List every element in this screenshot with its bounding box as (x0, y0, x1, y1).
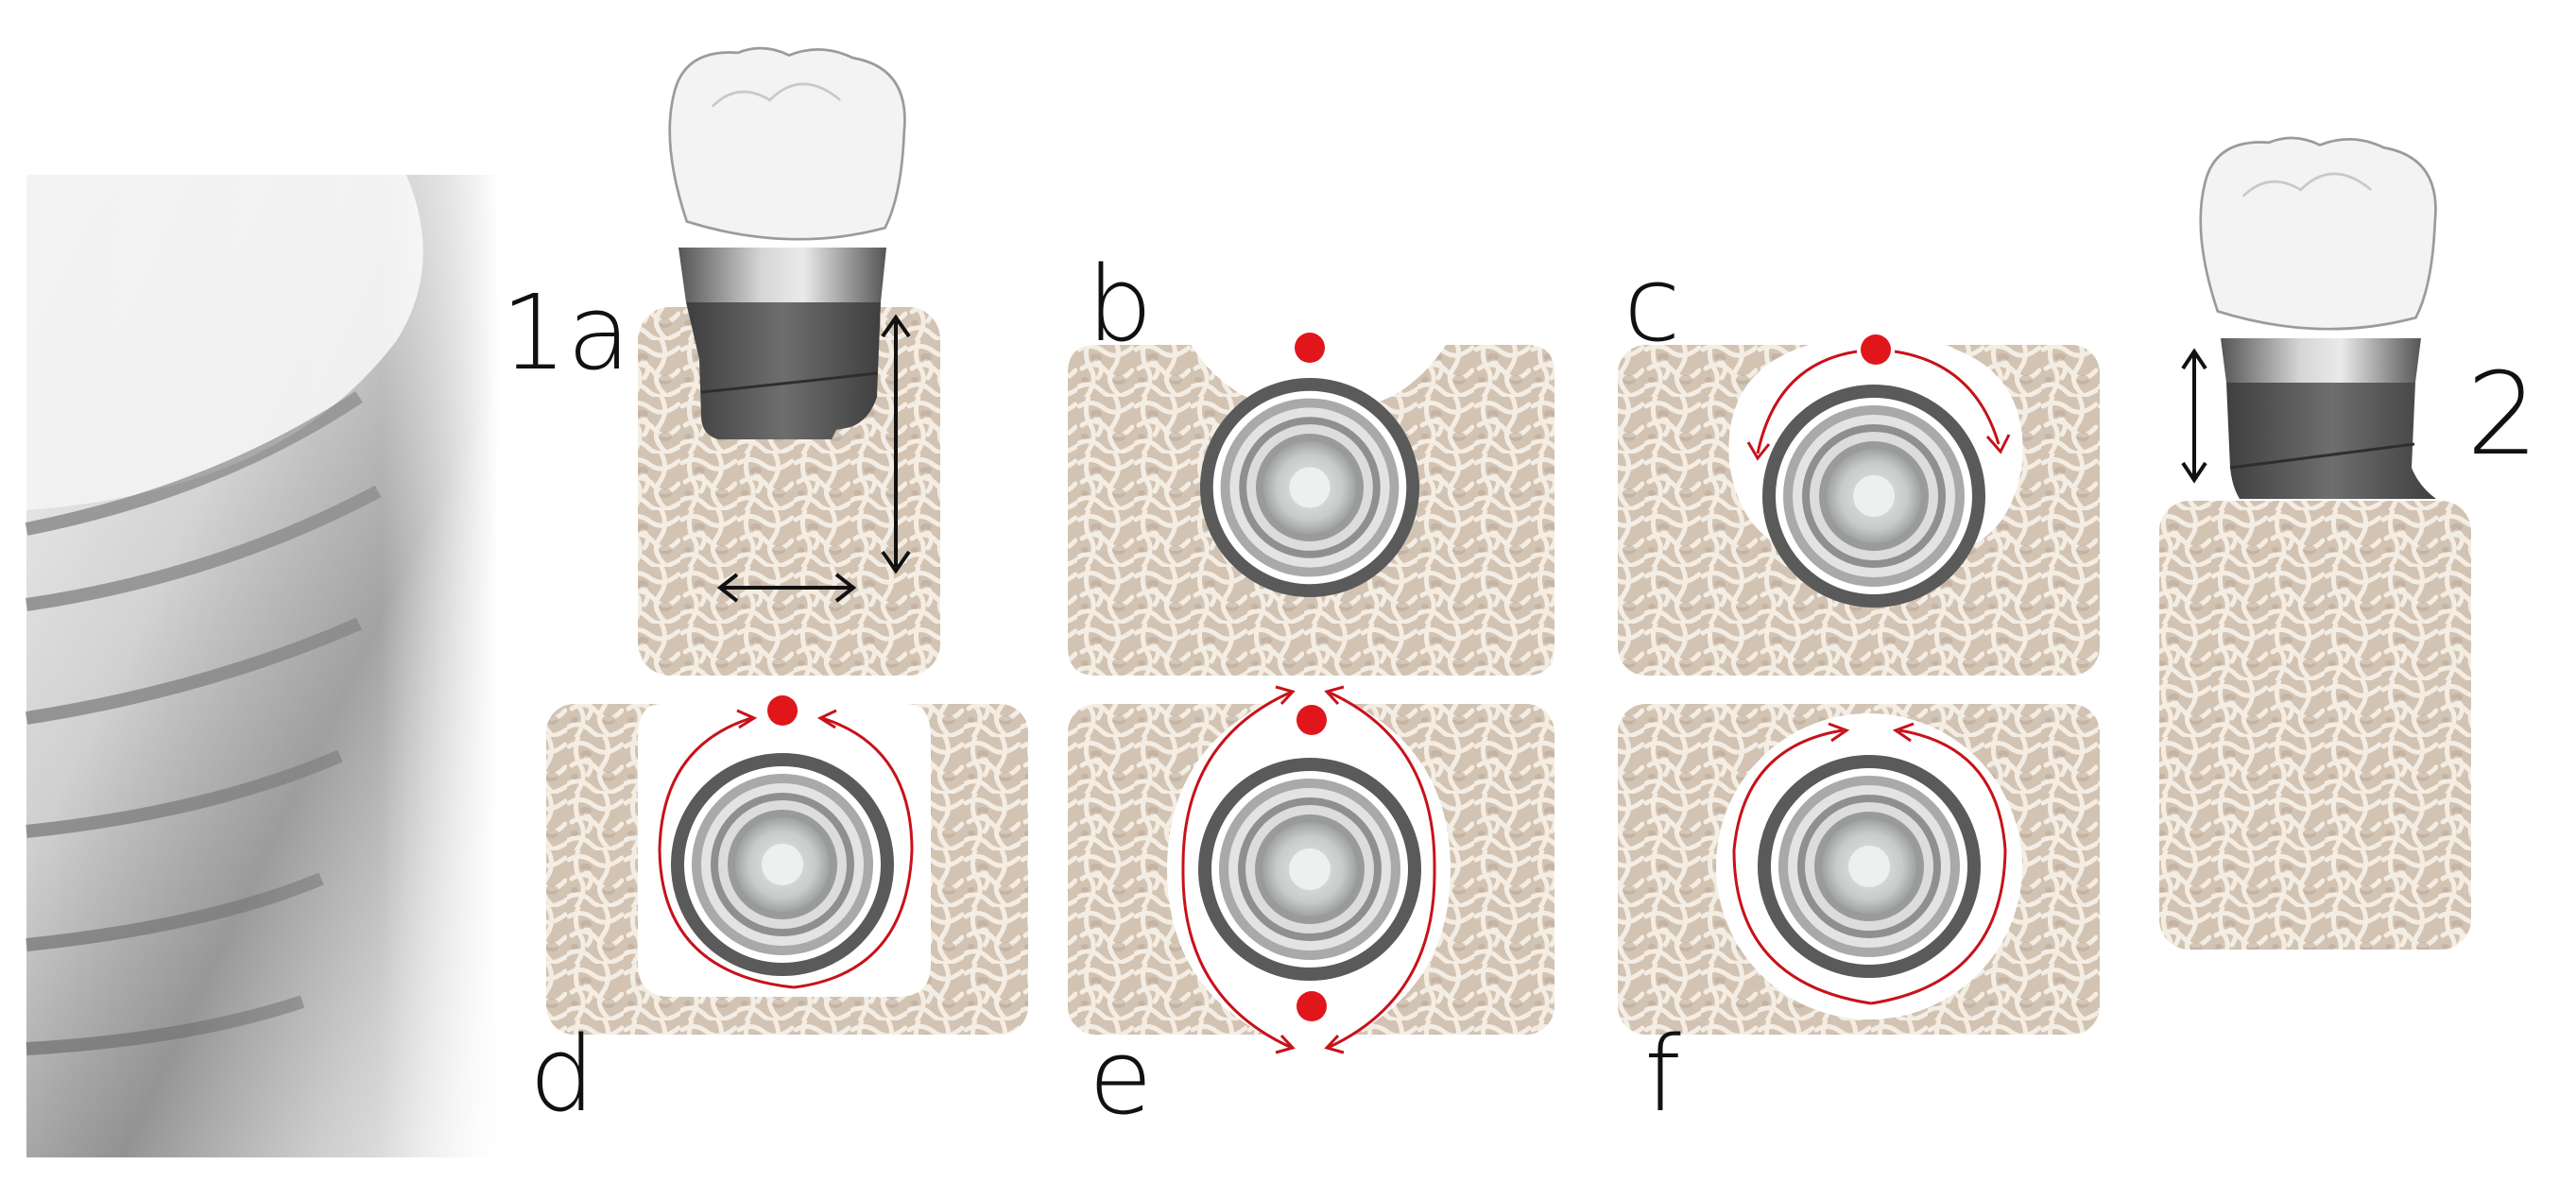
label-f: f (1644, 1014, 1681, 1135)
peri-implant-photo-icon (25, 175, 499, 1157)
red-dot-icon (1297, 991, 1327, 1021)
panel-b: b (1068, 244, 1554, 676)
panel-c: c (1618, 244, 2100, 676)
implant-top-view-icon (1198, 758, 1421, 981)
implant-top-view-icon (1758, 755, 1981, 978)
red-dot-icon (1861, 334, 1891, 365)
tooth-crown-icon (667, 46, 907, 241)
label-2: 2 (2466, 350, 2538, 481)
red-arrows (1732, 722, 2007, 1005)
tooth-crown-icon (2199, 136, 2438, 331)
red-arrows (658, 709, 914, 989)
red-dot-icon (767, 695, 798, 726)
label-b: b (1087, 244, 1153, 365)
red-dot-icon (1295, 333, 1325, 363)
implant-top-view-icon (1199, 377, 1420, 598)
label-c: c (1623, 244, 1680, 365)
abutment (678, 248, 886, 302)
panel-e: e (1068, 685, 1554, 1138)
panel-f: f (1618, 704, 2100, 1135)
implant-body (686, 302, 881, 439)
label-1a: 1a (501, 272, 630, 393)
panel-2: 2 (2159, 136, 2538, 950)
implant-top-view-icon (671, 753, 894, 976)
vertical-arrow (2181, 348, 2207, 484)
bone-block (2159, 501, 2471, 950)
dimension-arrows (716, 314, 911, 603)
panel-1a: 1a (501, 46, 940, 676)
implant-top-view-icon (1762, 385, 1985, 608)
label-d: d (529, 1014, 595, 1135)
red-dot-icon (1297, 705, 1327, 735)
red-arrows (1181, 685, 1436, 1054)
panel-d: d (529, 695, 1028, 1135)
abutment (2221, 338, 2421, 383)
label-e: e (1089, 1017, 1153, 1138)
red-arrows (1746, 350, 2011, 461)
implant-body (2226, 383, 2436, 499)
